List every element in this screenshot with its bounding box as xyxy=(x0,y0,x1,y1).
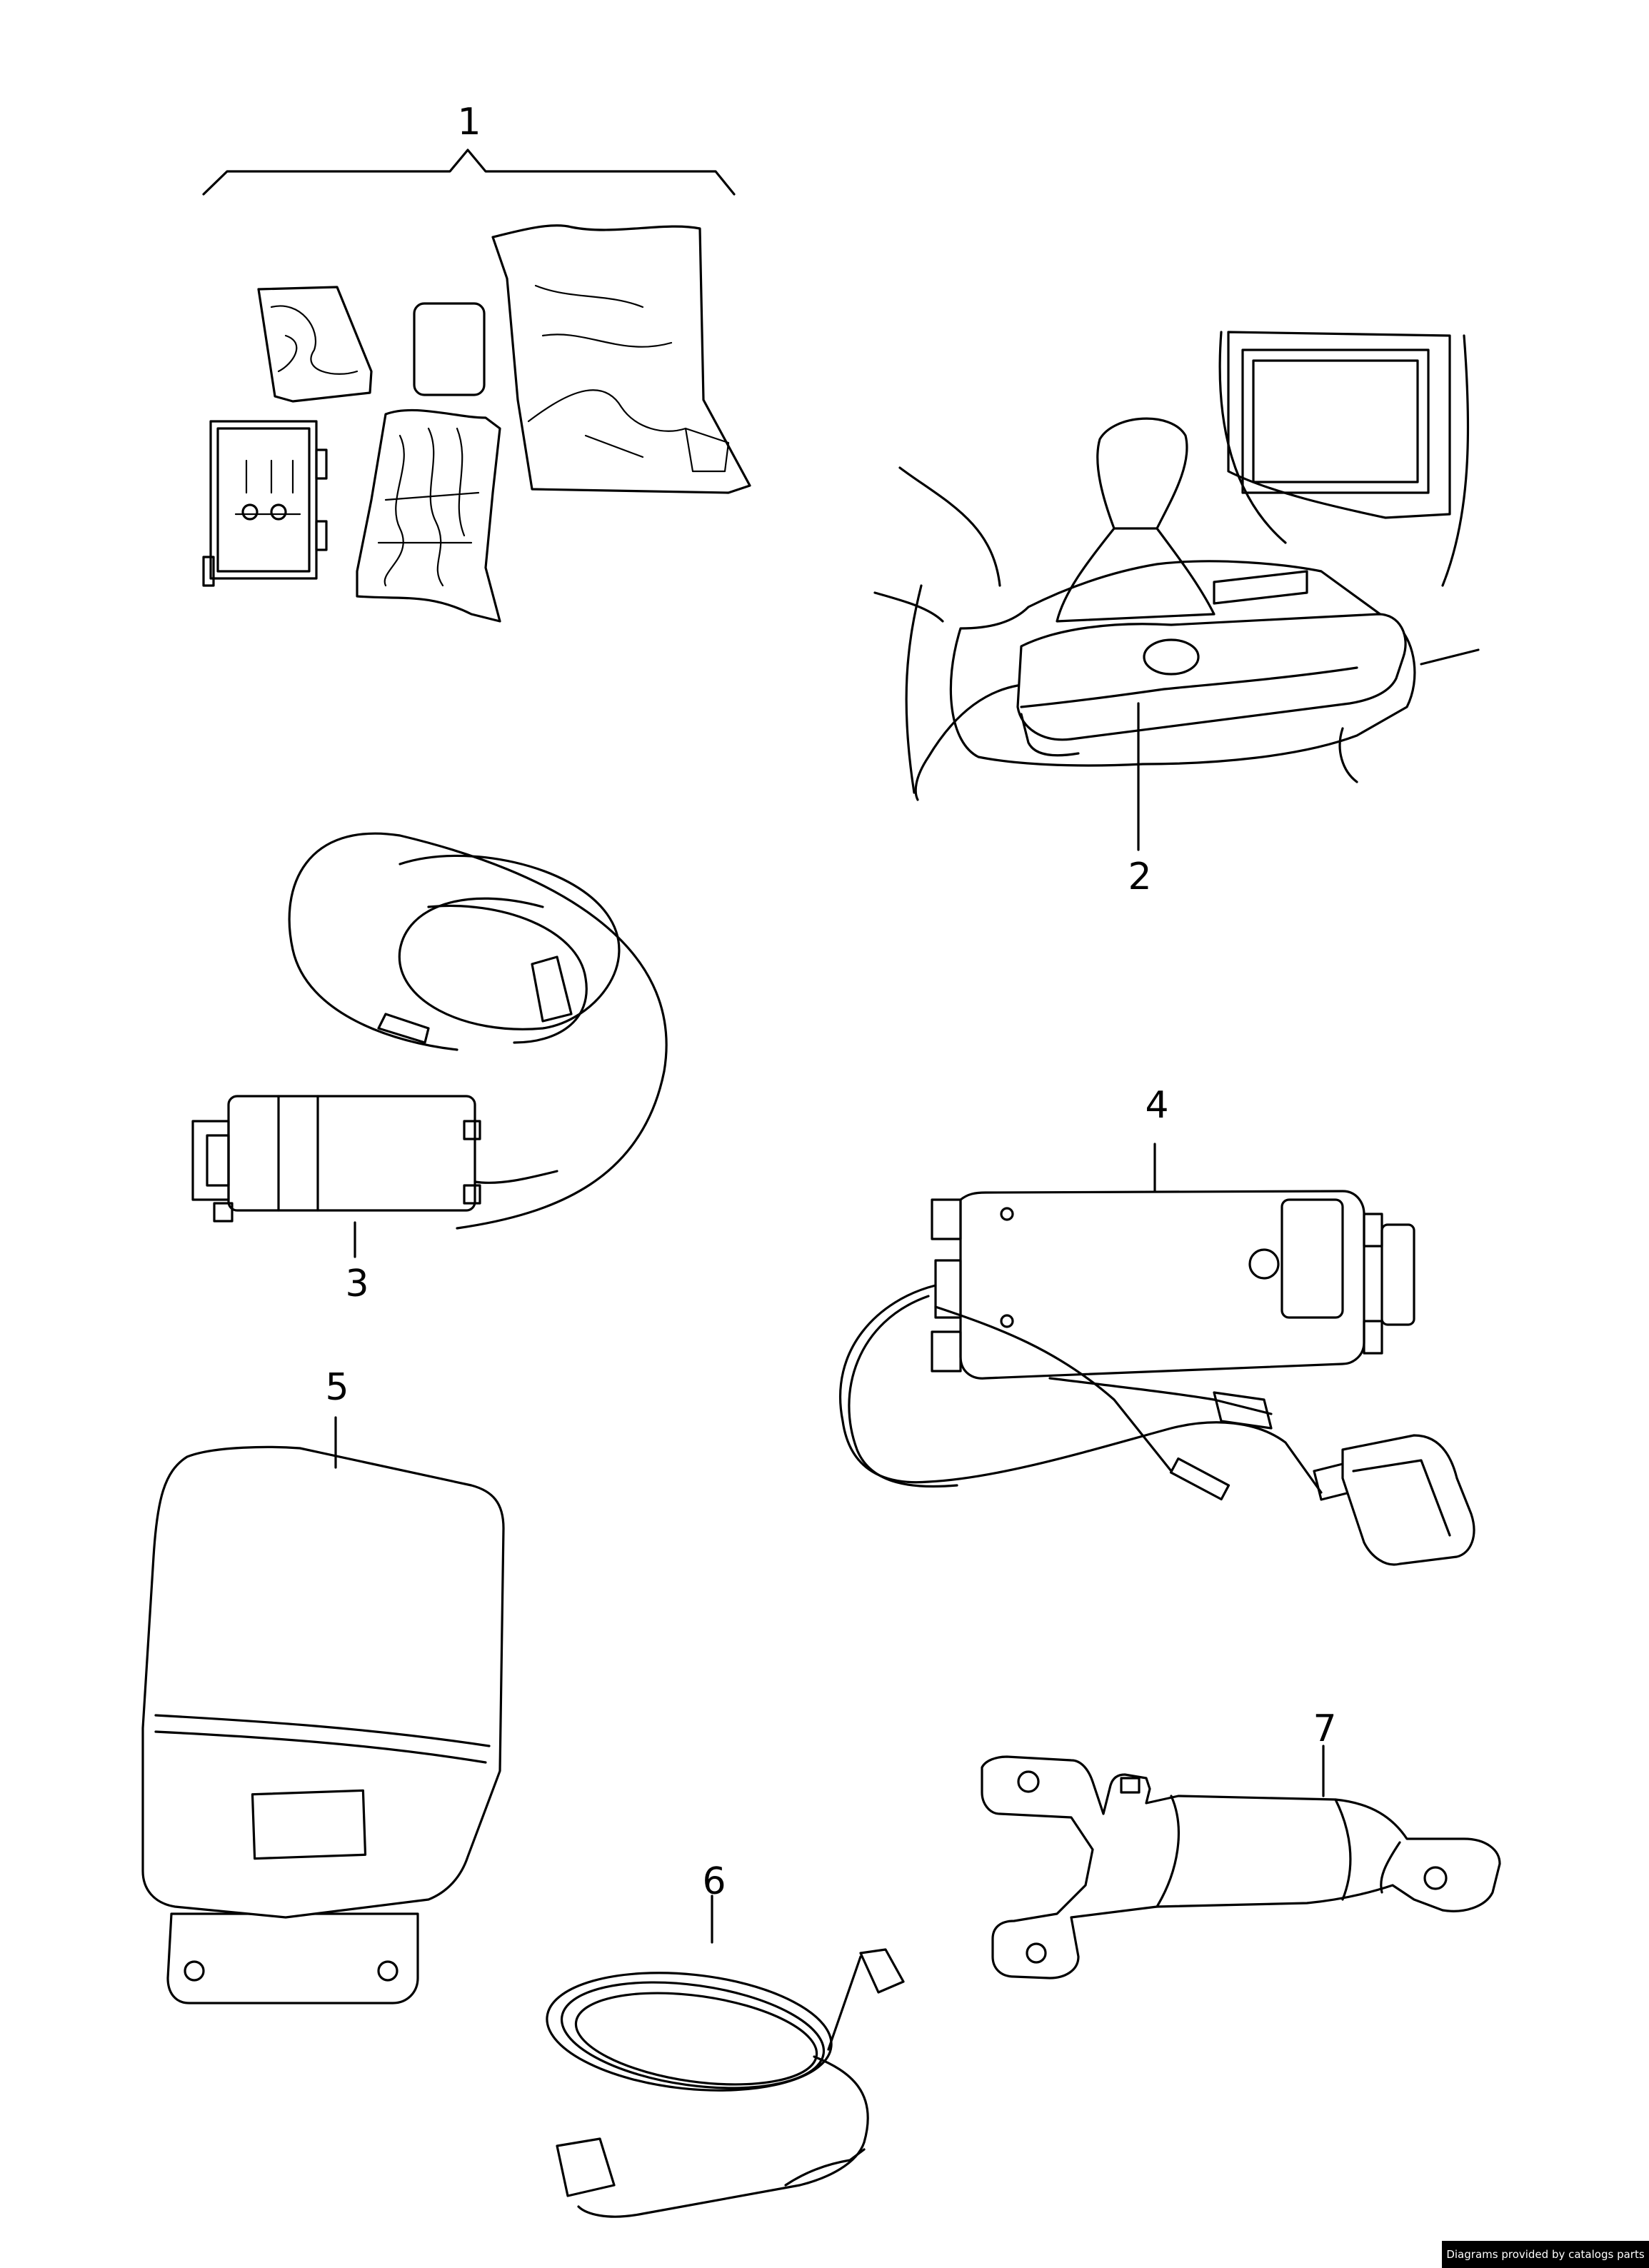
part-3-box xyxy=(227,1095,476,1212)
callout-7: 7 xyxy=(1313,1707,1336,1750)
part-2-console xyxy=(873,331,1480,801)
part-6-connector-a xyxy=(859,1948,905,1994)
callout-3: 3 xyxy=(345,1263,369,1305)
callout-2: 2 xyxy=(1128,855,1151,898)
callout-4: 4 xyxy=(1145,1084,1168,1127)
small-bag xyxy=(257,286,373,403)
part-4-control-unit xyxy=(838,1190,1475,1566)
part-4-box xyxy=(959,1190,1365,1380)
part-7-bracket xyxy=(981,1755,1501,1980)
label-pad xyxy=(413,302,486,396)
part-4-plug xyxy=(1341,1434,1475,1566)
part-1-bracket xyxy=(202,149,736,196)
large-bag xyxy=(491,224,751,494)
part-6-connector-b xyxy=(556,2137,616,2197)
part-7-bracket-body xyxy=(981,1755,1501,1980)
gear-knob xyxy=(1096,417,1188,530)
part-5-housing xyxy=(141,1445,505,2004)
cable-bag xyxy=(356,408,501,623)
callout-5: 5 xyxy=(325,1366,349,1409)
part-6-harness xyxy=(546,1948,905,2218)
callout-6: 6 xyxy=(702,1860,726,1903)
credit-banner: Diagrams provided by catalogs parts xyxy=(1442,2241,1649,2268)
part-3-module xyxy=(191,832,668,1230)
phone-cradle xyxy=(1016,613,1407,741)
kit-control-module xyxy=(209,420,318,580)
part-5-box xyxy=(141,1445,505,1919)
callout-1: 1 xyxy=(457,101,481,144)
part-1-kit xyxy=(202,149,751,623)
